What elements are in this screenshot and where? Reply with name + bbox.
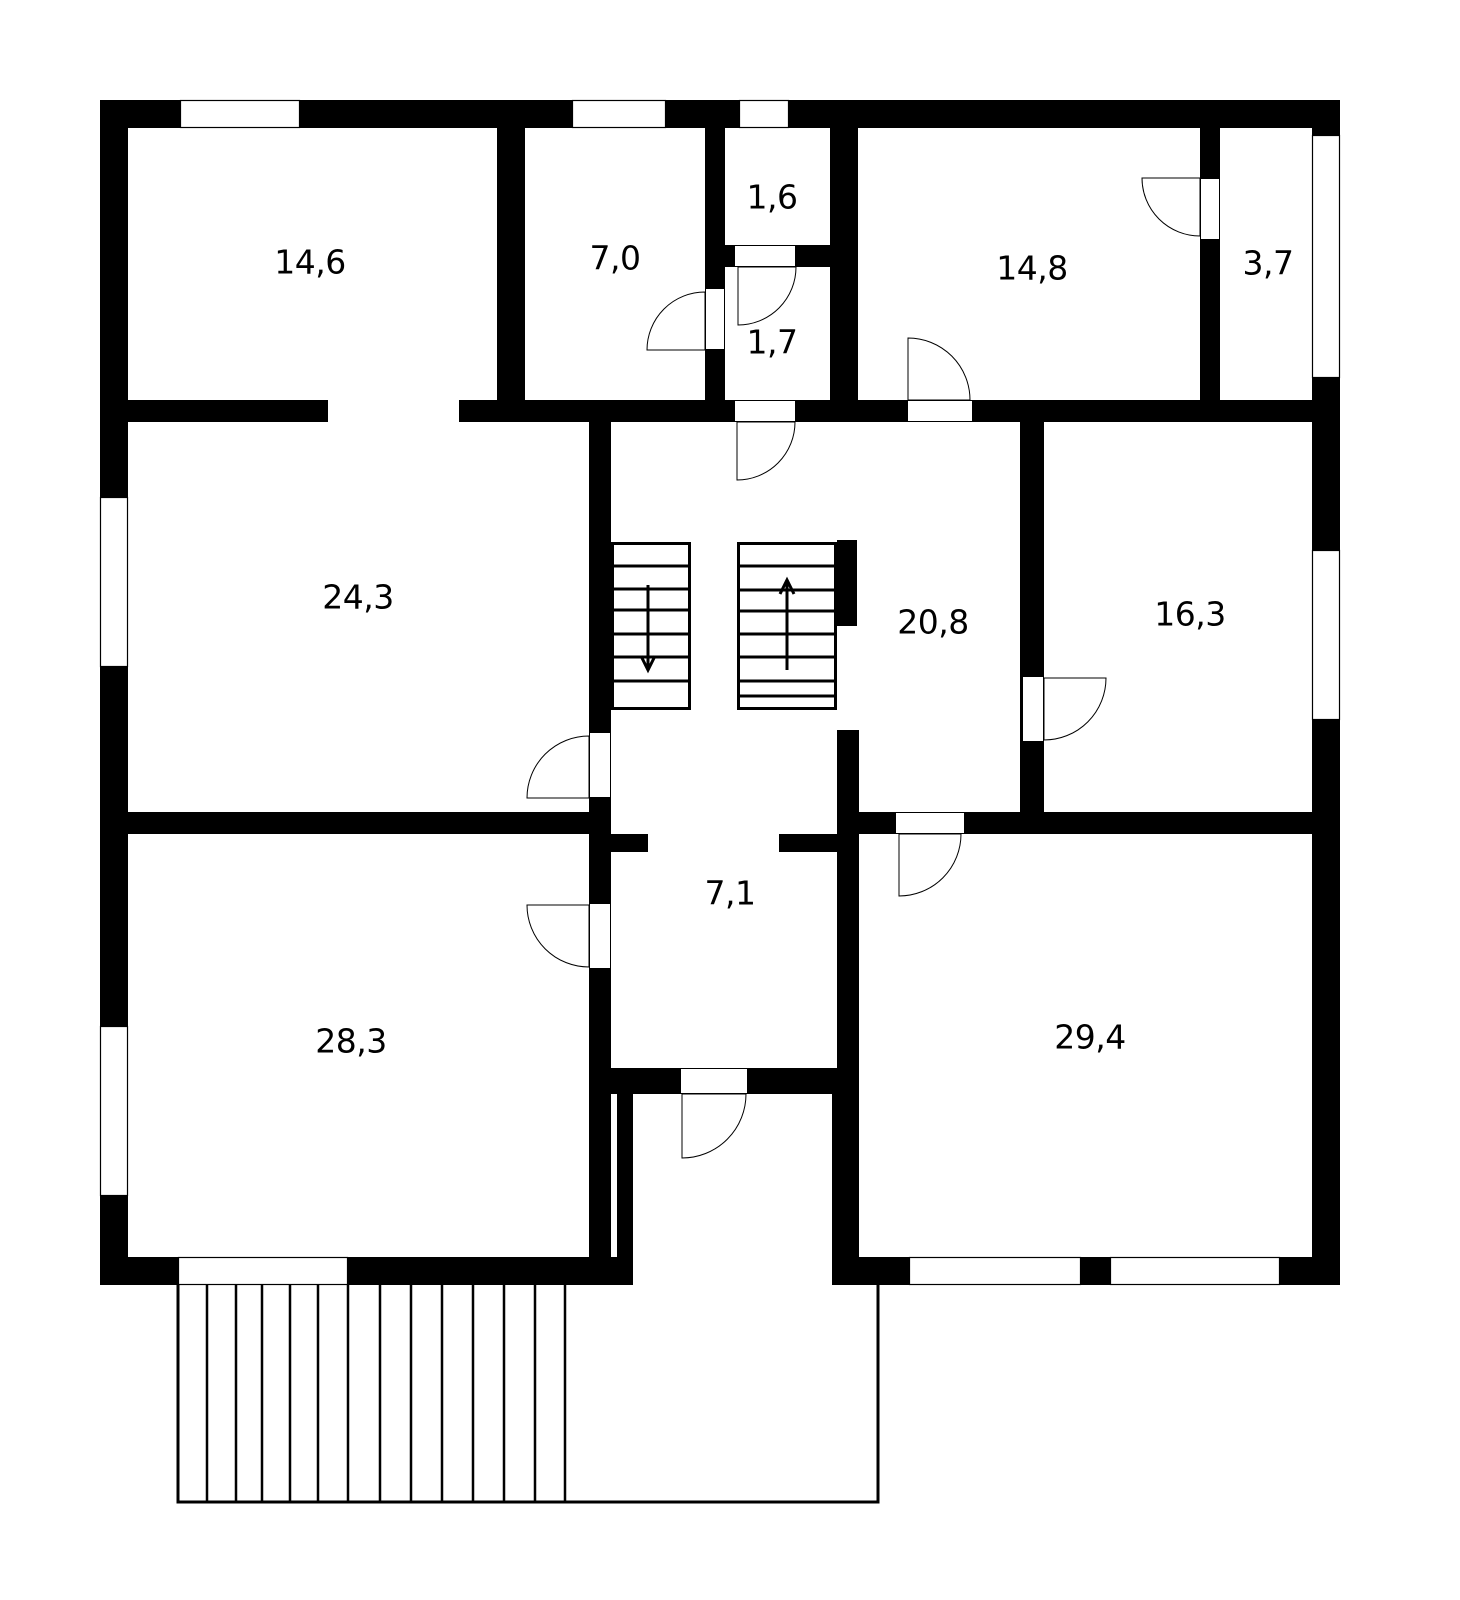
room-area-label: 16,3: [1154, 594, 1226, 634]
window: [99, 1025, 129, 1197]
wall: [1200, 128, 1220, 418]
door-swing-icon: [526, 735, 590, 799]
wall: [497, 128, 525, 418]
door-opening: [680, 1068, 748, 1094]
room-area-label: 28,3: [315, 1021, 387, 1061]
door-opening: [734, 400, 796, 422]
wall: [1020, 422, 1044, 812]
door-swing-icon: [736, 421, 796, 481]
wall: [705, 128, 725, 418]
room-area-label: 20,8: [897, 602, 969, 642]
window: [571, 99, 667, 129]
door-swing-icon: [907, 337, 971, 401]
wall: [100, 1257, 617, 1285]
door-swing-icon: [681, 1093, 747, 1159]
wall: [128, 812, 611, 834]
wall: [459, 400, 1340, 422]
wall: [832, 1094, 859, 1285]
room-area-label: 14,8: [996, 248, 1068, 288]
door-opening: [895, 812, 965, 834]
window: [1311, 134, 1341, 379]
door-swing-icon: [737, 266, 797, 326]
wall: [589, 422, 611, 1257]
window: [1311, 549, 1341, 721]
room-area-label: 24,3: [322, 577, 394, 617]
wall: [128, 400, 328, 422]
room-area-label: 29,4: [1054, 1017, 1126, 1057]
wall: [617, 1094, 633, 1285]
room-area-label: 1,6: [746, 177, 798, 217]
room-area-label: 7,1: [704, 873, 756, 913]
door-opening: [907, 400, 973, 422]
stair-flight-down: [611, 542, 691, 710]
doors: [526, 177, 1220, 1159]
door-opening: [1022, 676, 1044, 742]
door-swing-icon: [1141, 177, 1201, 237]
wall: [779, 834, 837, 852]
room-area-label: 14,6: [274, 242, 346, 282]
door-opening: [1200, 178, 1220, 240]
room-area-label: 1,7: [746, 322, 798, 362]
porch-deck: [176, 1285, 880, 1504]
door-opening: [734, 245, 796, 267]
door-swing-icon: [526, 904, 590, 968]
wall: [100, 100, 1340, 128]
room-area-label: 7,0: [589, 238, 641, 278]
window: [908, 1256, 1082, 1286]
room-area-label: 3,7: [1242, 243, 1294, 283]
door-opening: [589, 732, 611, 798]
wall: [830, 128, 858, 418]
arrowhead-icon: [778, 576, 796, 595]
window: [738, 99, 790, 129]
staircase: [611, 542, 837, 710]
porch-outline: [176, 1285, 880, 1504]
arrowhead-icon: [639, 655, 657, 674]
wall: [859, 812, 1340, 834]
door-opening: [589, 903, 611, 969]
door-swing-icon: [1043, 677, 1107, 741]
window: [1109, 1256, 1281, 1286]
windows: [99, 99, 1341, 1286]
door-swing-icon: [646, 291, 706, 351]
window: [99, 496, 129, 668]
window: [177, 1256, 349, 1286]
door-swing-icon: [898, 833, 962, 897]
door-opening: [705, 288, 725, 350]
window: [179, 99, 301, 129]
wall: [611, 834, 648, 852]
wall: [837, 540, 857, 626]
